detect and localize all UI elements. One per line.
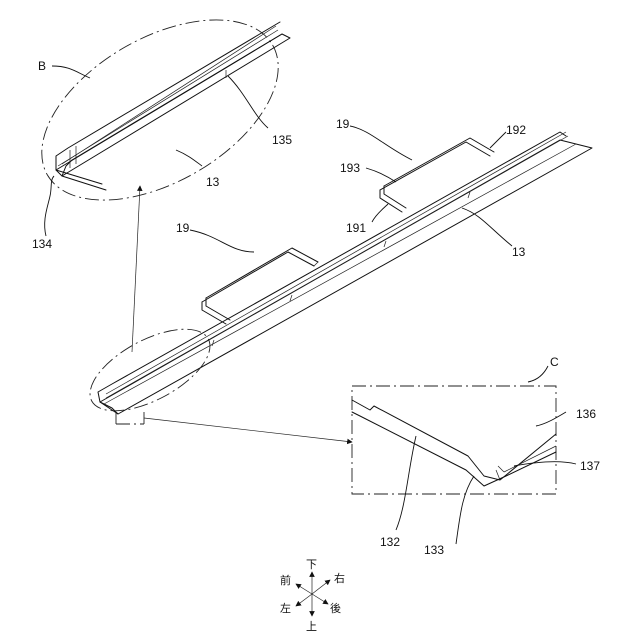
label-193: 193	[340, 161, 360, 175]
label-137: 137	[580, 459, 600, 473]
detail-ellipse-b	[11, 0, 308, 237]
label-c: C	[550, 355, 559, 369]
label-13-detail: 13	[206, 175, 220, 189]
label-19-upper: 19	[336, 117, 350, 131]
label-135: 135	[272, 133, 292, 147]
label-191: 191	[346, 221, 366, 235]
detail-box-c	[352, 386, 556, 494]
end-detail-marker	[78, 186, 352, 442]
compass-back: 後	[330, 601, 341, 615]
compass-down: 下	[306, 558, 317, 571]
label-b: B	[38, 59, 46, 73]
compass-left: 左	[280, 602, 291, 615]
label-134: 134	[32, 237, 52, 251]
label-13-main: 13	[512, 245, 526, 259]
label-132: 132	[380, 535, 400, 549]
label-136: 136	[576, 407, 596, 421]
compass-right: 右	[334, 571, 345, 585]
direction-compass	[296, 572, 330, 616]
label-19-middle: 19	[176, 221, 190, 235]
compass-up: 上	[306, 620, 317, 633]
bracket-19-middle	[202, 248, 318, 324]
label-192: 192	[506, 123, 526, 137]
compass-front: 前	[280, 573, 291, 587]
label-133: 133	[424, 543, 444, 557]
